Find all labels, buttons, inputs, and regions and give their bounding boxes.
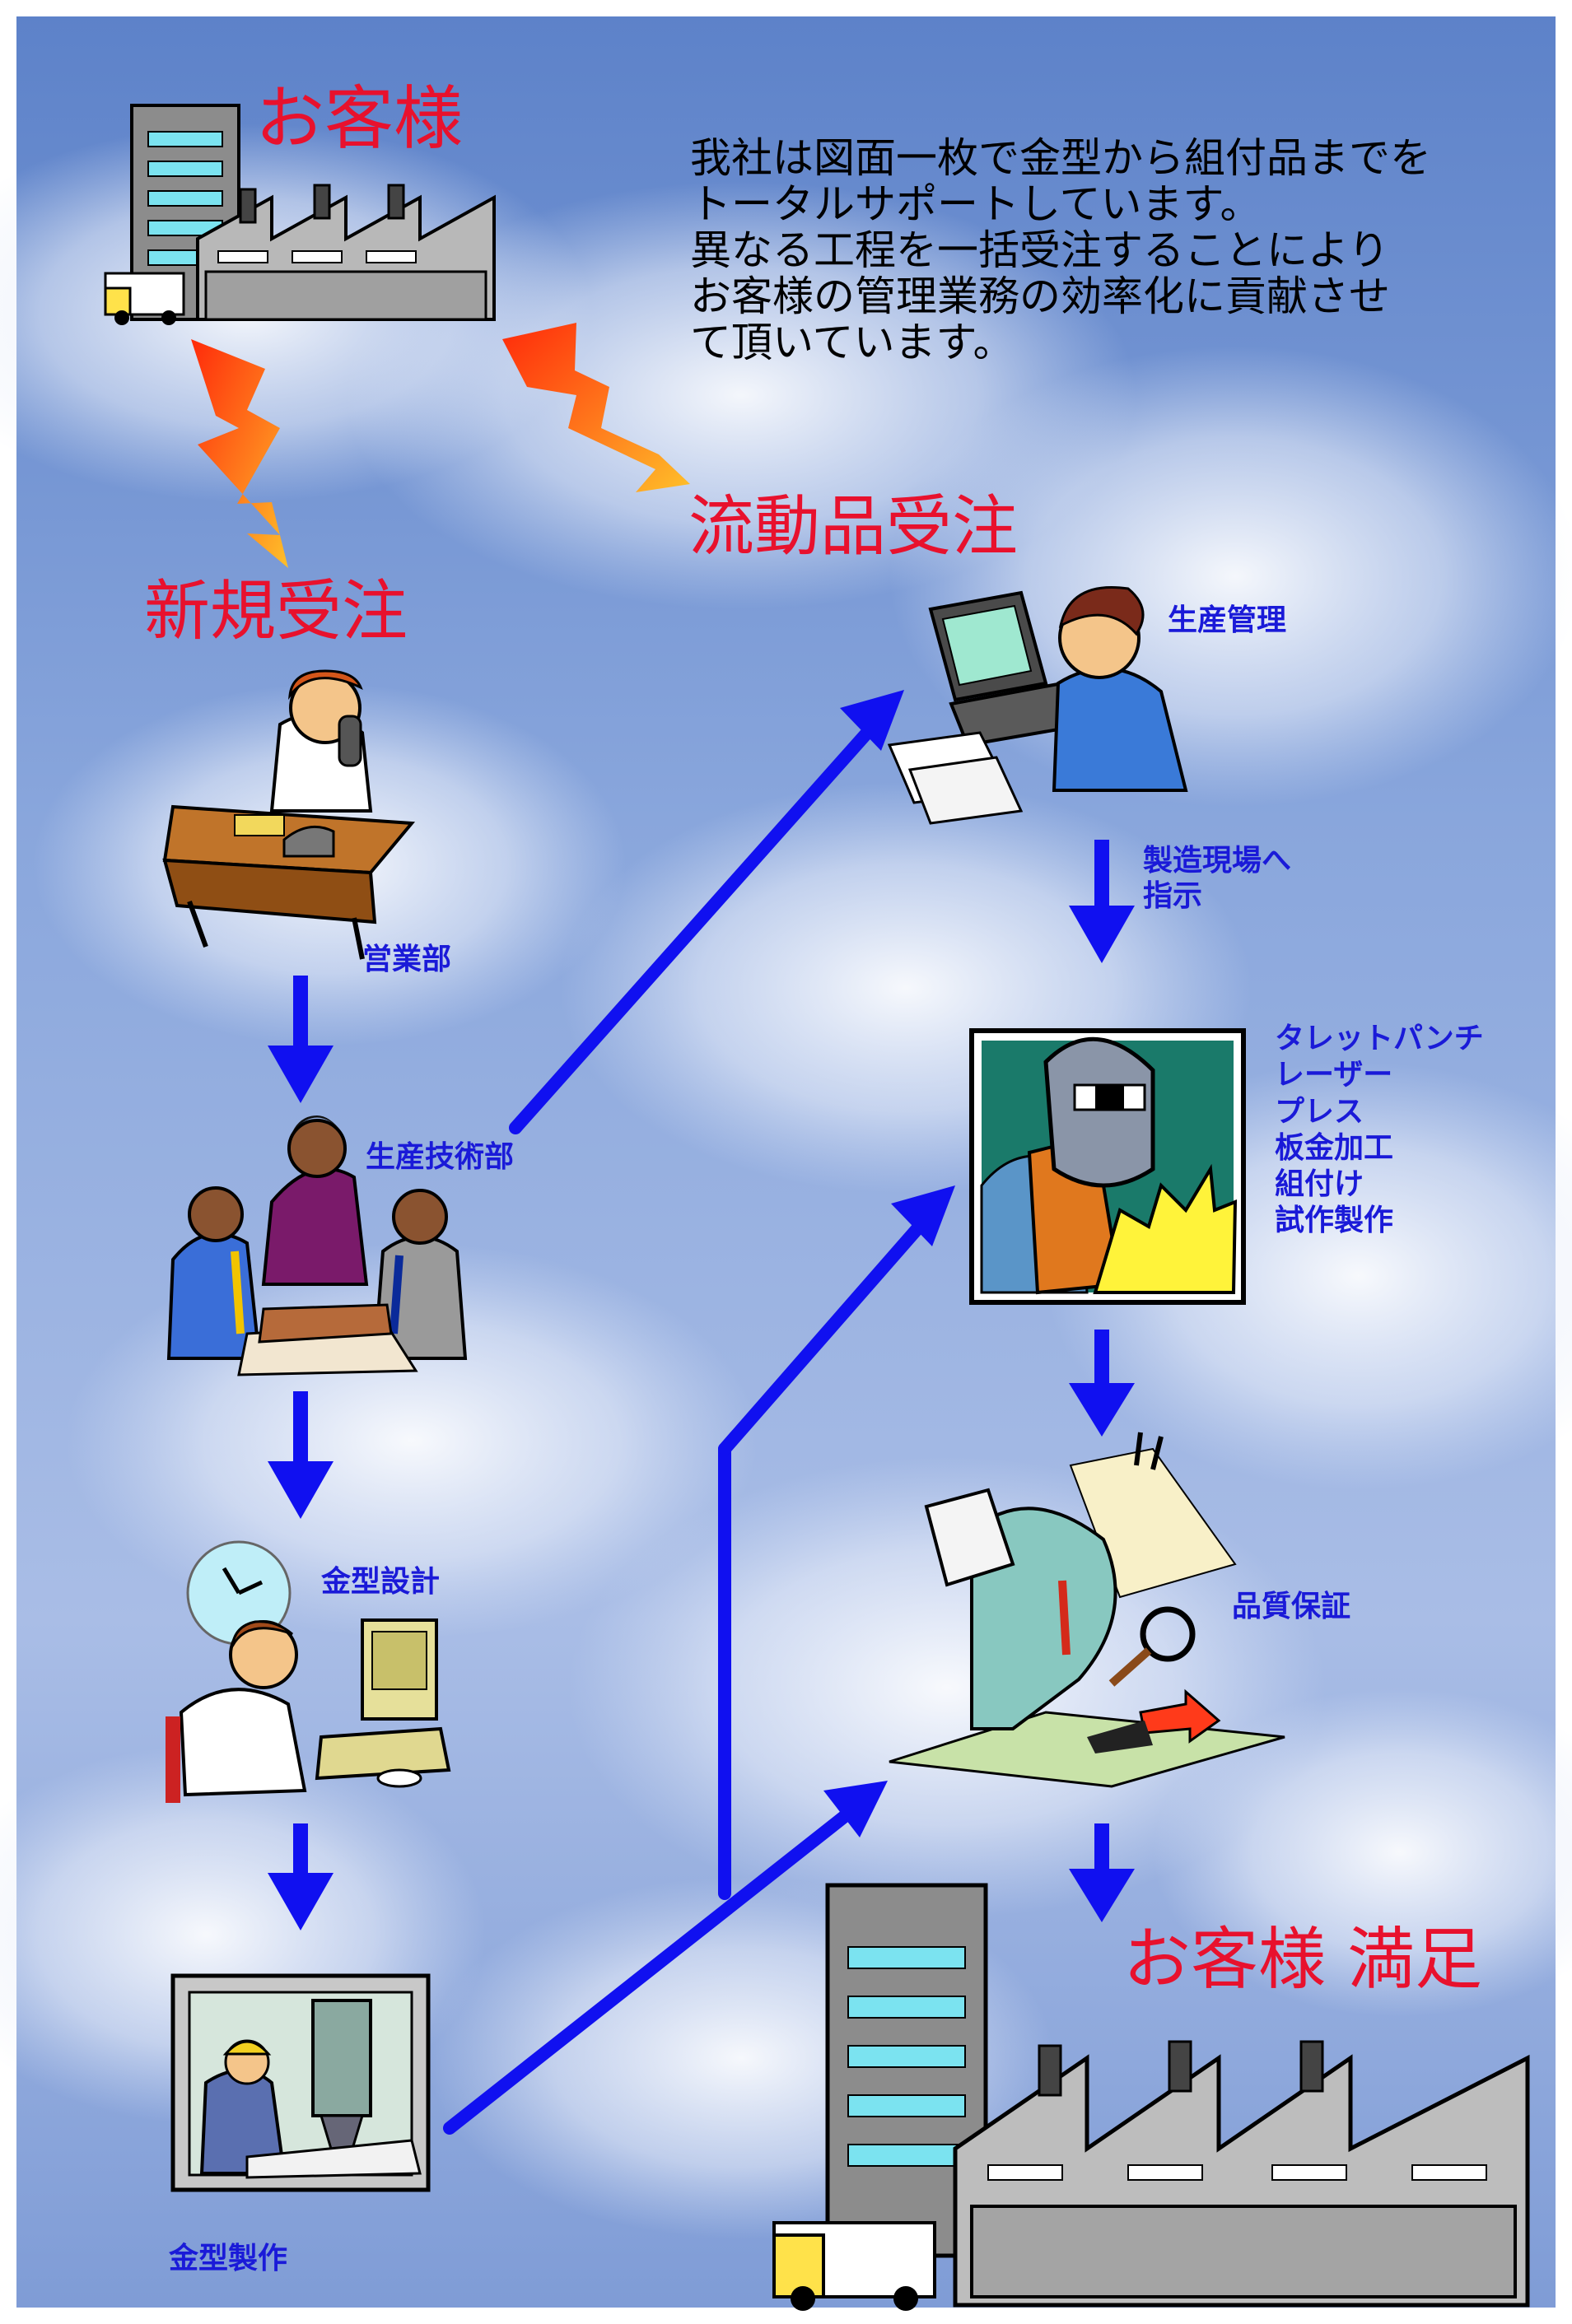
intro-text: 我社は図面一枚で金型から組付品までを トータルサポートしています。 異なる工程を… xyxy=(690,135,1546,366)
arrow-up-right-icon xyxy=(840,690,904,751)
process-item: レーザー xyxy=(1275,1058,1393,1092)
process-item: 板金加工 xyxy=(1275,1130,1394,1165)
heading-new-order: 新規受注 xyxy=(144,573,408,650)
label-processes: タレットパンチ レーザー プレス 板金加工 組付け 試作製作 xyxy=(1275,1021,1484,1240)
process-item: 組付け xyxy=(1275,1167,1364,1202)
intro-line: トータルサポートしています。 xyxy=(690,180,1262,228)
label-mold-design: 金型設計 xyxy=(321,1565,441,1599)
flow-arrows xyxy=(268,690,1135,2135)
customer-building-icon xyxy=(104,104,496,325)
label-instruct-line: 製造現場へ xyxy=(1143,844,1292,878)
customer-satisfied-building-icon xyxy=(772,1883,1530,2311)
label-instruct: 製造現場へ 指示 xyxy=(1143,843,1291,914)
arrow-up-right-icon xyxy=(891,1185,955,1246)
intro-line: 異なる工程を一括受注することにより xyxy=(690,226,1389,274)
label-quality-assurance: 品質保証 xyxy=(1232,1590,1351,1623)
production-control-icon xyxy=(887,586,1188,825)
arrow-down-icon xyxy=(268,1461,334,1519)
designer-icon xyxy=(166,1540,451,1803)
heading-customer: お客様 xyxy=(255,78,464,159)
label-production-engineering: 生産技術部 xyxy=(366,1140,515,1174)
welding-icon xyxy=(969,1028,1246,1305)
intro-line: 我社は図面一枚で金型から組付品までを xyxy=(690,134,1431,182)
inspector-icon xyxy=(889,1432,1285,1788)
meeting-icon xyxy=(166,1115,468,1376)
process-item: 試作製作 xyxy=(1275,1204,1394,1238)
heading-repeat-order: 流動品受注 xyxy=(688,488,1018,565)
lightning-bolt-icon xyxy=(191,339,288,568)
label-production-control: 生産管理 xyxy=(1168,603,1287,637)
intro-line: て頂いています。 xyxy=(690,319,1015,366)
process-item: タレットパンチ xyxy=(1275,1022,1484,1055)
arrow-up-right-icon xyxy=(823,1781,888,1837)
label-instruct-line: 指示 xyxy=(1143,879,1203,914)
label-mold-making: 金型製作 xyxy=(169,2242,288,2275)
intro-line: お客様の管理業務の効率化に貢献させ xyxy=(690,272,1390,320)
mold-machine-icon xyxy=(170,1973,431,2192)
lightning-bolt-icon xyxy=(502,323,690,492)
arrow-down-icon xyxy=(1069,906,1135,963)
sales-person-icon xyxy=(162,669,416,960)
process-item: プレス xyxy=(1275,1094,1364,1129)
label-sales: 営業部 xyxy=(362,943,452,976)
arrow-down-icon xyxy=(1069,1383,1135,1437)
arrow-down-icon xyxy=(268,1873,334,1930)
arrow-down-icon xyxy=(268,1046,334,1103)
heading-customer-satisfied: お客様 満足 xyxy=(1123,1921,1483,1999)
arrow-down-icon xyxy=(1069,1869,1135,1922)
